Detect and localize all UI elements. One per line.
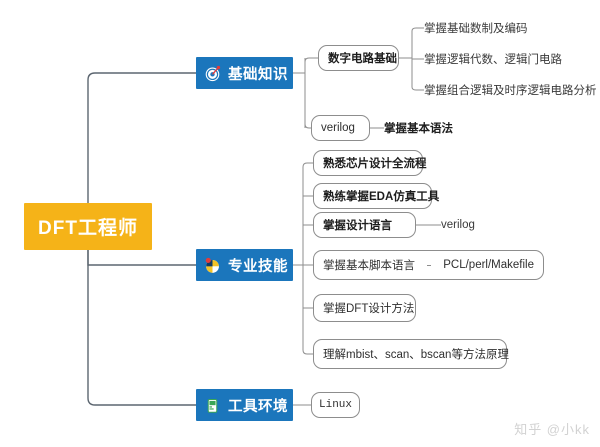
node-label: 掌握设计语言 — [323, 220, 392, 232]
node-linux[interactable]: Linux — [311, 392, 360, 418]
branch-node-skills[interactable]: 专业技能 — [196, 249, 293, 281]
node-sublabel: PCL/perl/Makefile — [443, 259, 534, 271]
node-label: 熟悉芯片设计全流程 — [323, 158, 427, 170]
leaf-logic-algebra[interactable]: 掌握逻辑代数、逻辑门电路 — [424, 49, 562, 69]
leaf-label: 掌握基本语法 — [384, 123, 453, 135]
node-verilog-basics[interactable]: verilog — [311, 115, 370, 141]
node-label: 熟练掌握EDA仿真工具 — [323, 191, 440, 203]
leaf-verilog[interactable]: verilog — [441, 215, 475, 235]
node-label: 掌握基本脚本语言 — [323, 260, 415, 272]
green-device-icon — [207, 398, 218, 413]
root-label: DFT工程师 — [38, 218, 138, 239]
branch-label-tools-env: 工具环境 — [228, 398, 288, 415]
node-eda-tools[interactable]: 熟练掌握EDA仿真工具 — [313, 183, 439, 209]
node-design-language[interactable]: 掌握设计语言 — [313, 212, 416, 238]
leaf-number-systems[interactable]: 掌握基础数制及编码 — [424, 18, 528, 38]
branch-label-skills: 专业技能 — [228, 258, 288, 275]
watermark: 知乎 @小kk — [514, 422, 590, 437]
root-node[interactable]: DFT工程师 — [24, 203, 152, 250]
leaf-combinational-sequential[interactable]: 掌握组合逻辑及时序逻辑电路分析 — [424, 80, 597, 100]
node-digital-circuit[interactable]: 数字电路基础 — [318, 45, 399, 71]
branch-node-tools-env[interactable]: 工具环境 — [196, 389, 293, 421]
branch-label-basics: 基础知识 — [228, 66, 288, 83]
leaf-label: 掌握组合逻辑及时序逻辑电路分析 — [424, 85, 597, 97]
node-label: Linux — [319, 399, 353, 411]
node-label: 掌握DFT设计方法 — [323, 303, 415, 315]
target-icon — [205, 65, 221, 81]
leaf-label: verilog — [441, 219, 475, 231]
leaf-basic-syntax[interactable]: 掌握基本语法 — [384, 118, 453, 138]
branch-node-basics[interactable]: 基础知识 — [196, 57, 293, 89]
node-chip-flow[interactable]: 熟悉芯片设计全流程 — [313, 150, 427, 176]
node-label: verilog — [321, 122, 355, 134]
node-script-language[interactable]: 掌握基本脚本语言 PCL/perl/Makefile — [313, 250, 544, 280]
leaf-label: 掌握基础数制及编码 — [424, 23, 528, 35]
node-label: 理解mbist、scan、bscan等方法原理 — [323, 349, 509, 361]
leaf-label: 掌握逻辑代数、逻辑门电路 — [424, 54, 562, 66]
node-dft-method[interactable]: 掌握DFT设计方法 — [313, 294, 416, 322]
pie-chart-icon — [205, 257, 219, 273]
node-mbist-scan[interactable]: 理解mbist、scan、bscan等方法原理 — [313, 339, 509, 369]
node-label: 数字电路基础 — [328, 53, 397, 65]
inline-connector — [427, 264, 432, 266]
